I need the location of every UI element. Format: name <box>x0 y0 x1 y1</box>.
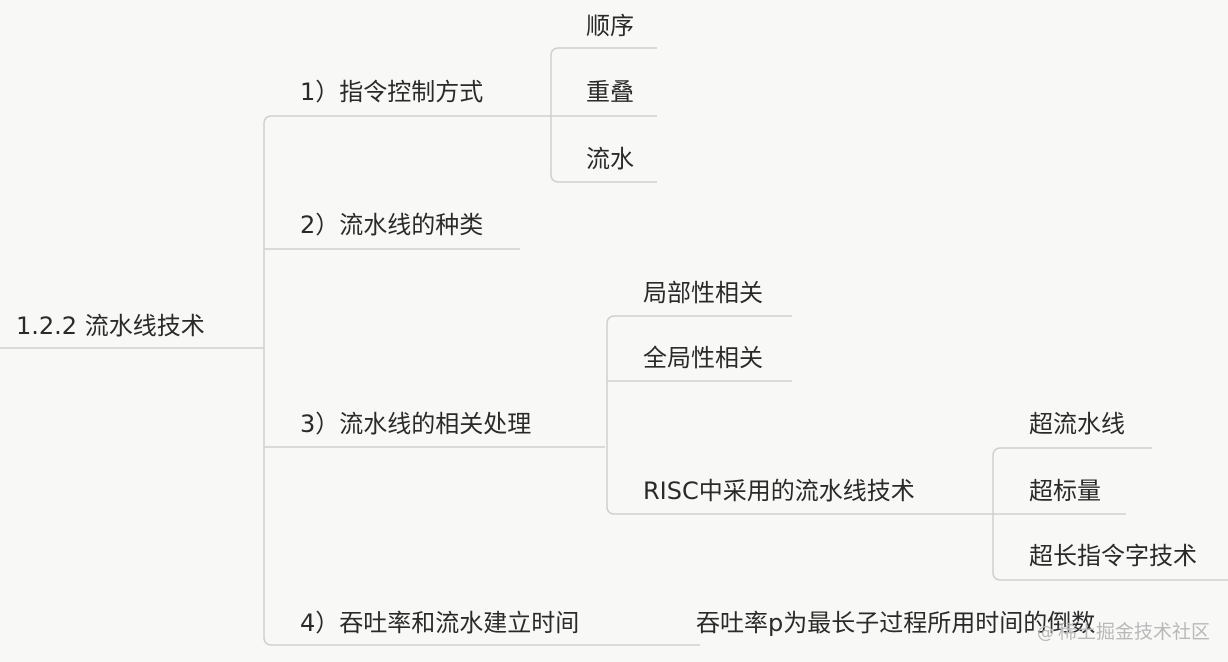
leaf-overlap[interactable]: 重叠 <box>586 78 634 106</box>
branch-pipeline-hazards[interactable]: 3）流水线的相关处理 <box>300 410 532 438</box>
branch-3-bracket <box>606 315 792 515</box>
leaf-throughput-definition[interactable]: 吞吐率p为最长子过程所用时间的倒数 <box>696 609 1096 637</box>
leaf-global-hazard[interactable]: 全局性相关 <box>643 344 763 372</box>
branch-pipeline-types[interactable]: 2）流水线的种类 <box>300 211 484 239</box>
branch-instruction-control[interactable]: 1）指令控制方式 <box>300 78 484 106</box>
leaf-local-hazard[interactable]: 局部性相关 <box>643 279 763 307</box>
branch-throughput[interactable]: 4）吞吐率和流水建立时间 <box>300 609 580 637</box>
leaf-superpipeline[interactable]: 超流水线 <box>1029 410 1125 438</box>
node-risc-pipeline[interactable]: RISC中采用的流水线技术 <box>643 477 915 505</box>
root-node[interactable]: 1.2.2 流水线技术 <box>16 312 205 340</box>
watermark: @稀土掘金技术社区 <box>1037 617 1210 644</box>
branch-1-bracket <box>550 47 657 183</box>
leaf-vliw[interactable]: 超长指令字技术 <box>1029 542 1197 570</box>
risc-bracket <box>992 447 1126 581</box>
at-icon: @ <box>1036 623 1054 643</box>
watermark-text: 稀土掘金技术社区 <box>1057 621 1210 643</box>
leaf-sequential[interactable]: 顺序 <box>586 12 634 40</box>
trunk-line <box>263 115 605 646</box>
leaf-pipeline[interactable]: 流水 <box>586 145 634 173</box>
leaf-superscalar[interactable]: 超标量 <box>1029 477 1101 505</box>
